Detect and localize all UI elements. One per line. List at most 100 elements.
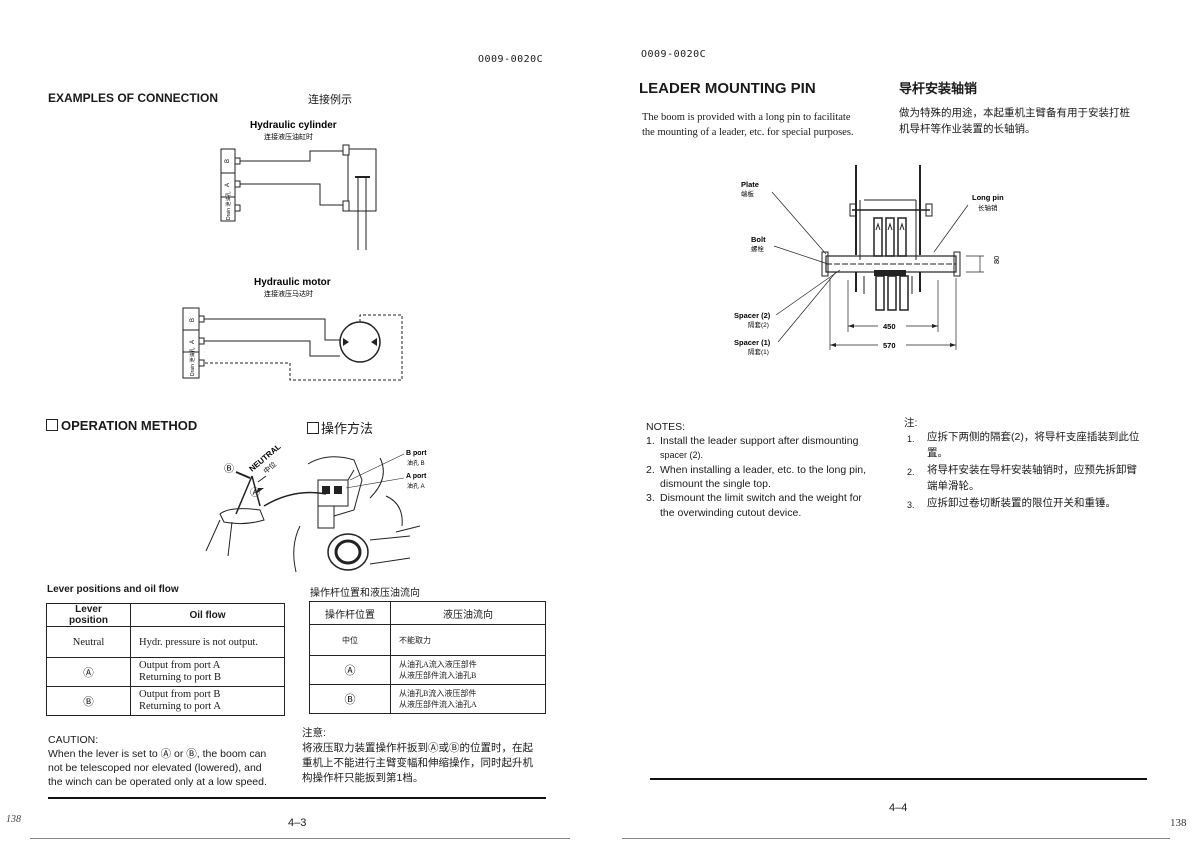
checkbox-square-icon [46, 419, 58, 431]
left-page-number: 4–3 [288, 817, 307, 829]
caution-cn: 注意: 将液压取力装置操作杆扳到Ⓐ或Ⓑ的位置时，在起 重机上不能进行主臂变幅和伸… [302, 726, 533, 786]
table-title-cn: 操作杆位置和液压油流向 [310, 588, 420, 599]
note-line: 将导杆安装在导杆安装轴销时，应预先拆卸臂 [927, 464, 1137, 476]
plate-label-cn: 端板 [741, 189, 755, 198]
caution-line: 构操作杆只能扳到第1档。 [302, 772, 424, 784]
caution-title-en: CAUTION: [48, 734, 99, 746]
spacer1-label-en: Spacer (1) [734, 338, 771, 347]
cylinder-label-cn: 连接液压油缸时 [264, 132, 313, 141]
table-cell-position: Ⓐ [46, 657, 131, 687]
note-line: the overwinding cutout device. [660, 507, 802, 519]
bolt-label-cn: 螺栓 [751, 244, 765, 253]
caution-title-cn: 注意: [302, 727, 326, 739]
operation-title-en: OPERATION METHOD [46, 418, 197, 433]
caution-line: 重机上不能进行主臂变幅和伸缩操作，同时起升机 [302, 757, 533, 769]
table-cell-position: Ⓑ [309, 684, 391, 714]
bolt-label-en: Bolt [751, 235, 766, 244]
leader-title-en: LEADER MOUNTING PIN [639, 80, 816, 97]
right-page-number: 4–4 [889, 802, 908, 814]
table-header-row: Lever position Oil flow [46, 603, 285, 627]
checkbox-square-icon [307, 422, 319, 434]
table-cell-flow: 不能取力 [390, 624, 546, 656]
lever-table-en: Lever position Oil flow Neutral Hydr. pr… [46, 603, 285, 716]
b-port-label-en: B port [406, 450, 427, 457]
hydraulic-motor-diagram: Hydraulic motor 连接液压马达时 B A Drain 泄油孔 [182, 277, 403, 381]
table-cell-flow: Hydr. pressure is not output. [130, 626, 285, 658]
note-line: dismount the single top. [660, 478, 771, 490]
right-page-edge [622, 838, 1170, 839]
note-num: 2. [907, 467, 915, 477]
hydraulic-cylinder-diagram: Hydraulic cylinder 连接液压油缸时 B A Drain 泄油孔 [220, 120, 377, 250]
motor-drain: Drain 泄油孔 [189, 348, 196, 376]
right-footer-rule [650, 778, 1147, 780]
b-port-label-cn: 油孔 B [407, 459, 425, 467]
table-cell-position: Neutral [46, 626, 131, 658]
right-margin-note: 138 [1170, 817, 1187, 829]
note-line: When installing a leader, etc. to the lo… [660, 464, 867, 476]
motor-port-b: B [190, 318, 196, 322]
note-line: spacer (2). [660, 450, 704, 460]
table-header: Lever position [46, 603, 131, 627]
table-cell-position: Ⓐ [309, 655, 391, 685]
caution-en: CAUTION: When the lever is set to Ⓐ or Ⓑ… [48, 733, 267, 789]
notes-title-en: NOTES: [646, 421, 686, 433]
caution-line: the winch can be operated only at a low … [48, 776, 267, 788]
intro-line: 机导杆等作业装置的长轴销。 [899, 123, 1036, 135]
cyl-drain: Drain 泄油孔 [225, 192, 232, 220]
operation-lever-illustration: NEUTRAL 中位 Ⓑ Ⓐ B port 油孔 B A port 油孔 [205, 442, 427, 573]
left-margin-note: 138 [6, 814, 21, 825]
longpin-label-en: Long pin [972, 193, 1004, 202]
dim-80-label: 80 [992, 256, 1001, 264]
b-marker: Ⓑ [224, 463, 234, 475]
table-title-en: Lever positions and oil flow [47, 584, 179, 595]
intro-line: 做为特殊的用途，本起重机主臂备有用于安装打桩 [899, 107, 1130, 119]
cyl-port-b: B [225, 159, 231, 163]
motor-label-cn: 连接液压马达时 [264, 289, 313, 298]
lever-table-cn: 操作杆位置 液压油流向 中位 不能取力 Ⓐ 从油孔A流入液压部件从液压部件流入油… [309, 601, 546, 714]
operation-title-cn: 操作方法 [307, 418, 373, 437]
spacer1-label-cn: 隔套(1) [748, 347, 769, 356]
note-line: Install the leader support after dismoun… [660, 435, 859, 447]
table-cell-flow: 从油孔B流入液压部件从液压部件流入油孔A [390, 684, 546, 714]
note-line: 置。 [927, 447, 948, 459]
note-num: 1. [646, 435, 655, 447]
caution-line: not be telescoped nor elevated (lowered)… [48, 762, 262, 774]
note-line: 应拆下两侧的隔套(2)，将导杆支座插装到此位 [927, 431, 1140, 443]
cylinder-label-en: Hydraulic cylinder [250, 120, 337, 131]
spacer2-label-en: Spacer (2) [734, 311, 771, 320]
a-marker: Ⓐ [250, 487, 260, 499]
examples-title-cn: 连接例示 [308, 94, 352, 106]
table-header: Oil flow [130, 603, 285, 627]
left-page-edge [30, 838, 570, 839]
table-row: Neutral Hydr. pressure is not output. [46, 626, 285, 658]
table-row: Ⓑ 从油孔B流入液压部件从液压部件流入油孔A [309, 684, 546, 714]
left-doc-code: O009-0020C [478, 54, 544, 65]
table-cell-position: 中位 [309, 624, 391, 656]
motor-label-en: Hydraulic motor [254, 277, 331, 288]
right-doc-code: O009-0020C [641, 49, 707, 60]
note-num: 3. [646, 492, 655, 504]
leader-pin-diagram: Plate 端板 Bolt 螺栓 Spacer (2) 隔套(2) Spacer… [734, 165, 1004, 356]
note-num: 1. [907, 434, 915, 444]
intro-cn: 做为特殊的用途，本起重机主臂备有用于安装打桩 机导杆等作业装置的长轴销。 [899, 105, 1130, 137]
caution-line: 将液压取力装置操作杆扳到Ⓐ或Ⓑ的位置时，在起 [302, 742, 533, 754]
note-num: 2. [646, 464, 655, 476]
motor-port-a: A [190, 340, 196, 344]
dim-570-label: 570 [883, 341, 896, 350]
table-cell-flow: 从油孔A流入液压部件从液压部件流入油孔B [390, 655, 546, 685]
leader-title-cn: 导杆安装轴销 [899, 81, 978, 96]
intro-line: The boom is provided with a long pin to … [642, 112, 851, 123]
left-footer-rule [48, 797, 546, 799]
cyl-port-a: A [225, 183, 231, 187]
intro-en: The boom is provided with a long pin to … [642, 110, 854, 140]
a-port-label-cn: 油孔 A [407, 482, 425, 490]
plate-label-en: Plate [741, 180, 759, 189]
longpin-label-cn: 长轴销 [978, 203, 998, 212]
table-header: 液压油流向 [390, 601, 546, 625]
note-num: 3. [907, 500, 915, 510]
notes-title-cn: 注: [904, 417, 918, 429]
spacer2-label-cn: 隔套(2) [748, 320, 769, 329]
note-line: 端单滑轮。 [927, 480, 980, 492]
